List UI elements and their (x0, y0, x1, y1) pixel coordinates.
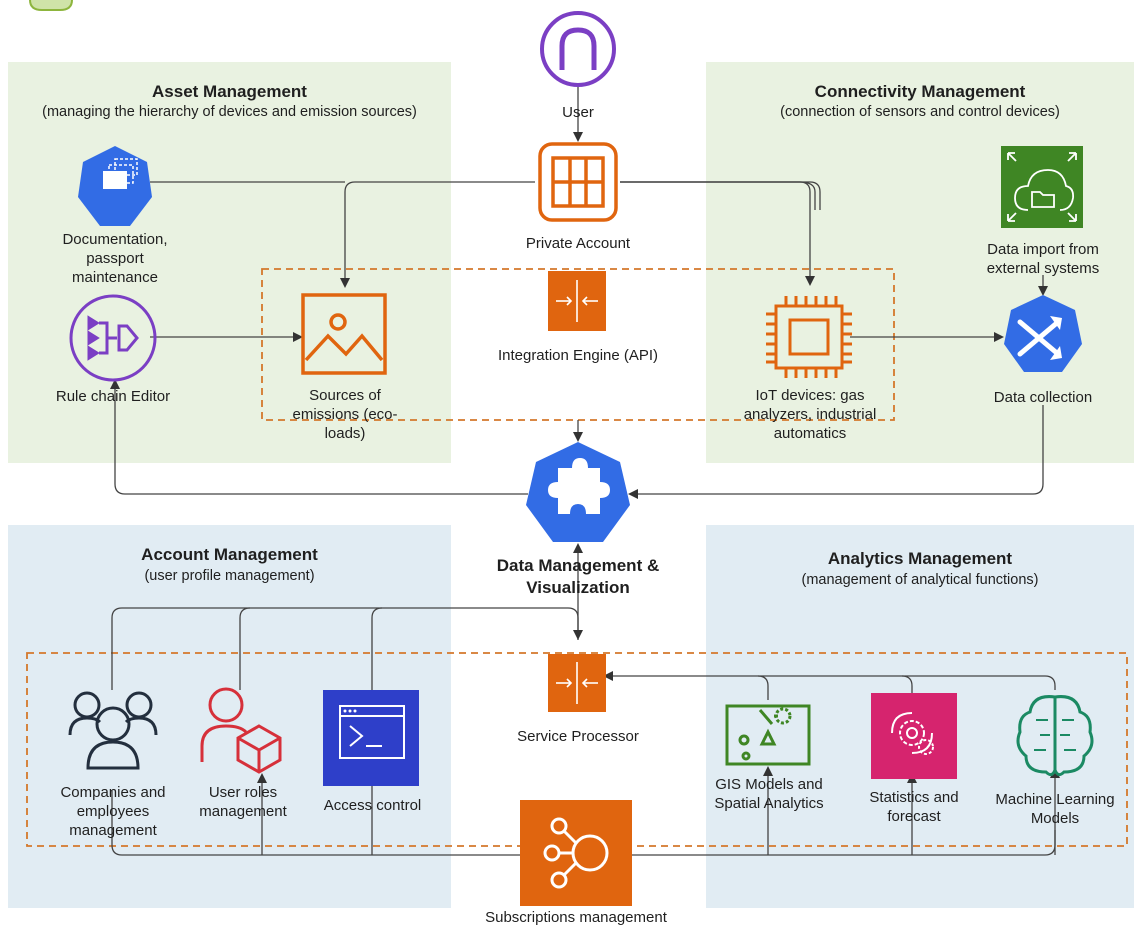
hub-icon (520, 800, 632, 906)
sources-label: Sources of emissions (eco-loads) (292, 387, 398, 442)
companies-top-line (111, 607, 583, 690)
collection-to-dm-line (628, 405, 1044, 499)
documentation-label: Documentation, passport maintenance (62, 231, 168, 286)
companies-label: Companies and employees management (60, 784, 166, 839)
cloud-folder-icon (1001, 146, 1083, 228)
users-group-icon (68, 691, 158, 770)
account-management-subtitle: (user profile management) (144, 568, 315, 584)
access-top-line (371, 607, 383, 690)
gis-icon (725, 704, 811, 766)
shuffle-icon (1004, 295, 1082, 372)
user-roles-label: User roles management (199, 784, 287, 820)
analytics-management-subtitle: (management of analytical functions) (801, 572, 1039, 588)
account-management-title: Account Management (141, 545, 318, 564)
aws-to-device-line (620, 181, 816, 210)
puzzle-icon (526, 442, 630, 542)
image-icon (301, 293, 387, 375)
ml-label: Machine Learning Models (995, 791, 1115, 827)
stats-top-line (901, 675, 913, 700)
connectivity-management-subtitle: (connection of sensors and control devic… (780, 104, 1060, 120)
private-account-label: Private Account (525, 235, 631, 252)
connectivity-management-zone: Connectivity Management (connection of s… (706, 62, 1134, 463)
connectivity-management-title: Connectivity Management (814, 82, 1026, 101)
service-processor-icon (548, 654, 606, 712)
asset-management-title: Asset Management (152, 82, 307, 101)
data-management-label: Data Management & Visualization (496, 556, 660, 597)
user-role-icon (200, 687, 282, 774)
gears-icon (871, 693, 957, 779)
asset-management-zone: Asset Management (managing the hierarchy… (8, 62, 451, 463)
integration-engine-label: Integration Engine (API) (497, 347, 659, 364)
gis-top-line (757, 675, 769, 700)
brain-icon (1016, 695, 1094, 777)
analytics-to-sp-line (603, 671, 1056, 690)
iot-devices-label: IoT devices: gas analyzers, industrial a… (743, 387, 877, 442)
subscriptions-label: Subscriptions management (485, 909, 667, 926)
analytics-management-title: Analytics Management (827, 549, 1013, 568)
account-to-sources-line (340, 181, 535, 288)
documents-icon (78, 146, 152, 226)
integration-icon (548, 271, 606, 331)
rule-chain-icon (69, 294, 157, 382)
dm-to-rule-line (110, 379, 528, 495)
table-icon (538, 142, 618, 222)
service-processor-label: Service Processor (517, 728, 639, 745)
logo-fragment-icon (29, 0, 73, 11)
user-label: User (562, 104, 594, 121)
rule-chain-label: Rule chain Editor (55, 388, 171, 405)
data-collection-label: Data collection (993, 389, 1093, 406)
access-control-label: Access control (323, 797, 422, 814)
account-to-right-line (620, 181, 821, 210)
data-import-label: Data import from external systems (986, 241, 1100, 277)
user-icon (540, 11, 616, 87)
gis-label: GIS Models and Spatial Analytics (714, 776, 824, 812)
terminal-icon (323, 690, 419, 786)
asset-management-subtitle: (managing the hierarchy of devices and e… (42, 104, 417, 120)
statistics-label: Statistics and forecast (869, 789, 959, 825)
chip-icon (766, 296, 852, 378)
roles-top-line (239, 607, 251, 690)
